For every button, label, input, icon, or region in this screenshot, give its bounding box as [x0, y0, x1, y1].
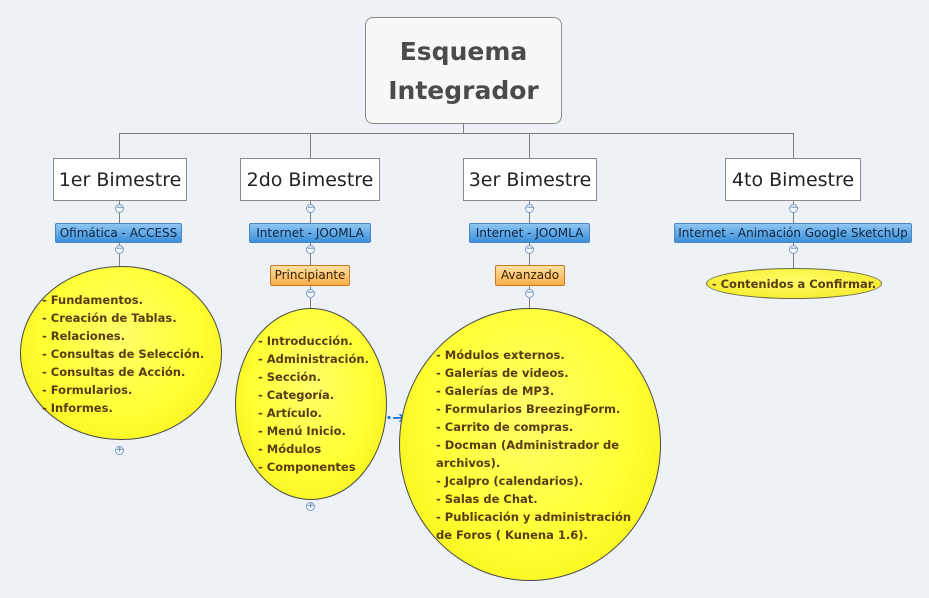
collapse-icon[interactable]: −	[306, 244, 315, 254]
branch-1er-bimestre[interactable]: 1er Bimestre	[53, 158, 187, 201]
list-item: - Artículo.	[258, 406, 323, 420]
branch-drop-3	[529, 133, 530, 158]
list-item: - Relaciones.	[42, 329, 125, 343]
collapse-icon[interactable]: −	[306, 203, 315, 213]
list-item: - Sección.	[258, 370, 321, 384]
content-bubble-2do-bimestre[interactable]	[235, 308, 387, 500]
collapse-icon[interactable]: −	[525, 244, 534, 254]
list-item: - Galerías de MP3.	[436, 384, 555, 398]
collapse-icon[interactable]: −	[789, 244, 798, 254]
list-item: - Módulos externos.	[436, 348, 565, 362]
branch-2-line	[310, 201, 311, 308]
branch-3-line	[529, 201, 530, 308]
list-item: - Introducción.	[258, 334, 353, 348]
collapse-icon[interactable]: −	[525, 288, 534, 298]
list-item: - Docman (Administrador de	[436, 438, 620, 452]
tag-internet-joomla-3er[interactable]: Internet - JOOMLA	[469, 223, 590, 243]
branch-3er-bimestre[interactable]: 3er Bimestre	[463, 158, 597, 201]
list-item: - Formularios BreezingForm.	[436, 402, 621, 416]
branch-drop-2	[310, 133, 311, 158]
branch-2do-bimestre[interactable]: 2do Bimestre	[240, 158, 380, 201]
level-principiante[interactable]: Principiante	[270, 265, 350, 286]
root-title: Esquema Integrador	[388, 36, 539, 105]
list-item: - Fundamentos.	[42, 293, 144, 307]
root-connector	[463, 124, 464, 133]
list-item: - Componentes	[258, 460, 356, 474]
collapse-icon[interactable]: −	[525, 203, 534, 213]
list-item: - Salas de Chat.	[436, 492, 538, 506]
collapse-icon[interactable]: −	[115, 203, 124, 213]
root-topic[interactable]: Esquema Integrador	[365, 17, 562, 124]
list-item: - Creación de Tablas.	[42, 311, 177, 325]
tag-ofimatica-access[interactable]: Ofimática - ACCESS	[55, 223, 182, 243]
content-bubble-1er-bimestre[interactable]	[20, 266, 222, 440]
list-item: - Informes.	[42, 401, 113, 415]
list-item: - Módulos	[258, 442, 322, 456]
collapse-icon[interactable]: −	[306, 288, 315, 298]
expand-icon[interactable]: +	[306, 501, 315, 511]
list-item: - Carrito de compras.	[436, 420, 574, 434]
branch-drop-4	[793, 133, 794, 158]
list-item: - Jcalpro (calendarios).	[436, 474, 584, 488]
list-item: - Formularios.	[42, 383, 133, 397]
list-item: - Galerías de videos.	[436, 366, 569, 380]
content-bubble-3er-bimestre[interactable]	[399, 308, 661, 581]
list-item: de Foros ( Kunena 1.6).	[436, 528, 588, 542]
tag-internet-animacion-sketchup[interactable]: Internet - Animación Google SketchUp	[674, 223, 912, 243]
branch-drop-1	[119, 133, 120, 158]
collapse-icon[interactable]: −	[115, 244, 124, 254]
list-item: - Consultas de Acción.	[42, 365, 186, 379]
branch-4to-bimestre[interactable]: 4to Bimestre	[725, 158, 861, 201]
level-avanzado[interactable]: Avanzado	[495, 265, 565, 286]
collapse-icon[interactable]: −	[789, 203, 798, 213]
content-list-1er-bimestre: - Fundamentos. - Creación de Tablas. - R…	[42, 291, 204, 417]
list-item: - Consultas de Selección.	[42, 347, 205, 361]
content-list-2do-bimestre: - Introducción. - Administración. - Secc…	[258, 332, 369, 476]
list-item: - Administración.	[258, 352, 369, 366]
content-list-3er-bimestre: - Módulos externos. - Galerías de videos…	[436, 346, 631, 544]
list-item: - Categoría.	[258, 388, 335, 402]
list-item: archivos).	[436, 456, 501, 470]
list-item: - Publicación y administración	[436, 510, 632, 524]
branch-bus	[119, 133, 794, 134]
tag-internet-joomla-2do[interactable]: Internet - JOOMLA	[249, 223, 371, 243]
note-contenidos-a-confirmar[interactable]: - Contenidos a Confirmar.	[706, 268, 882, 299]
expand-icon[interactable]: +	[115, 445, 124, 455]
list-item: - Menú Inicio.	[258, 424, 346, 438]
